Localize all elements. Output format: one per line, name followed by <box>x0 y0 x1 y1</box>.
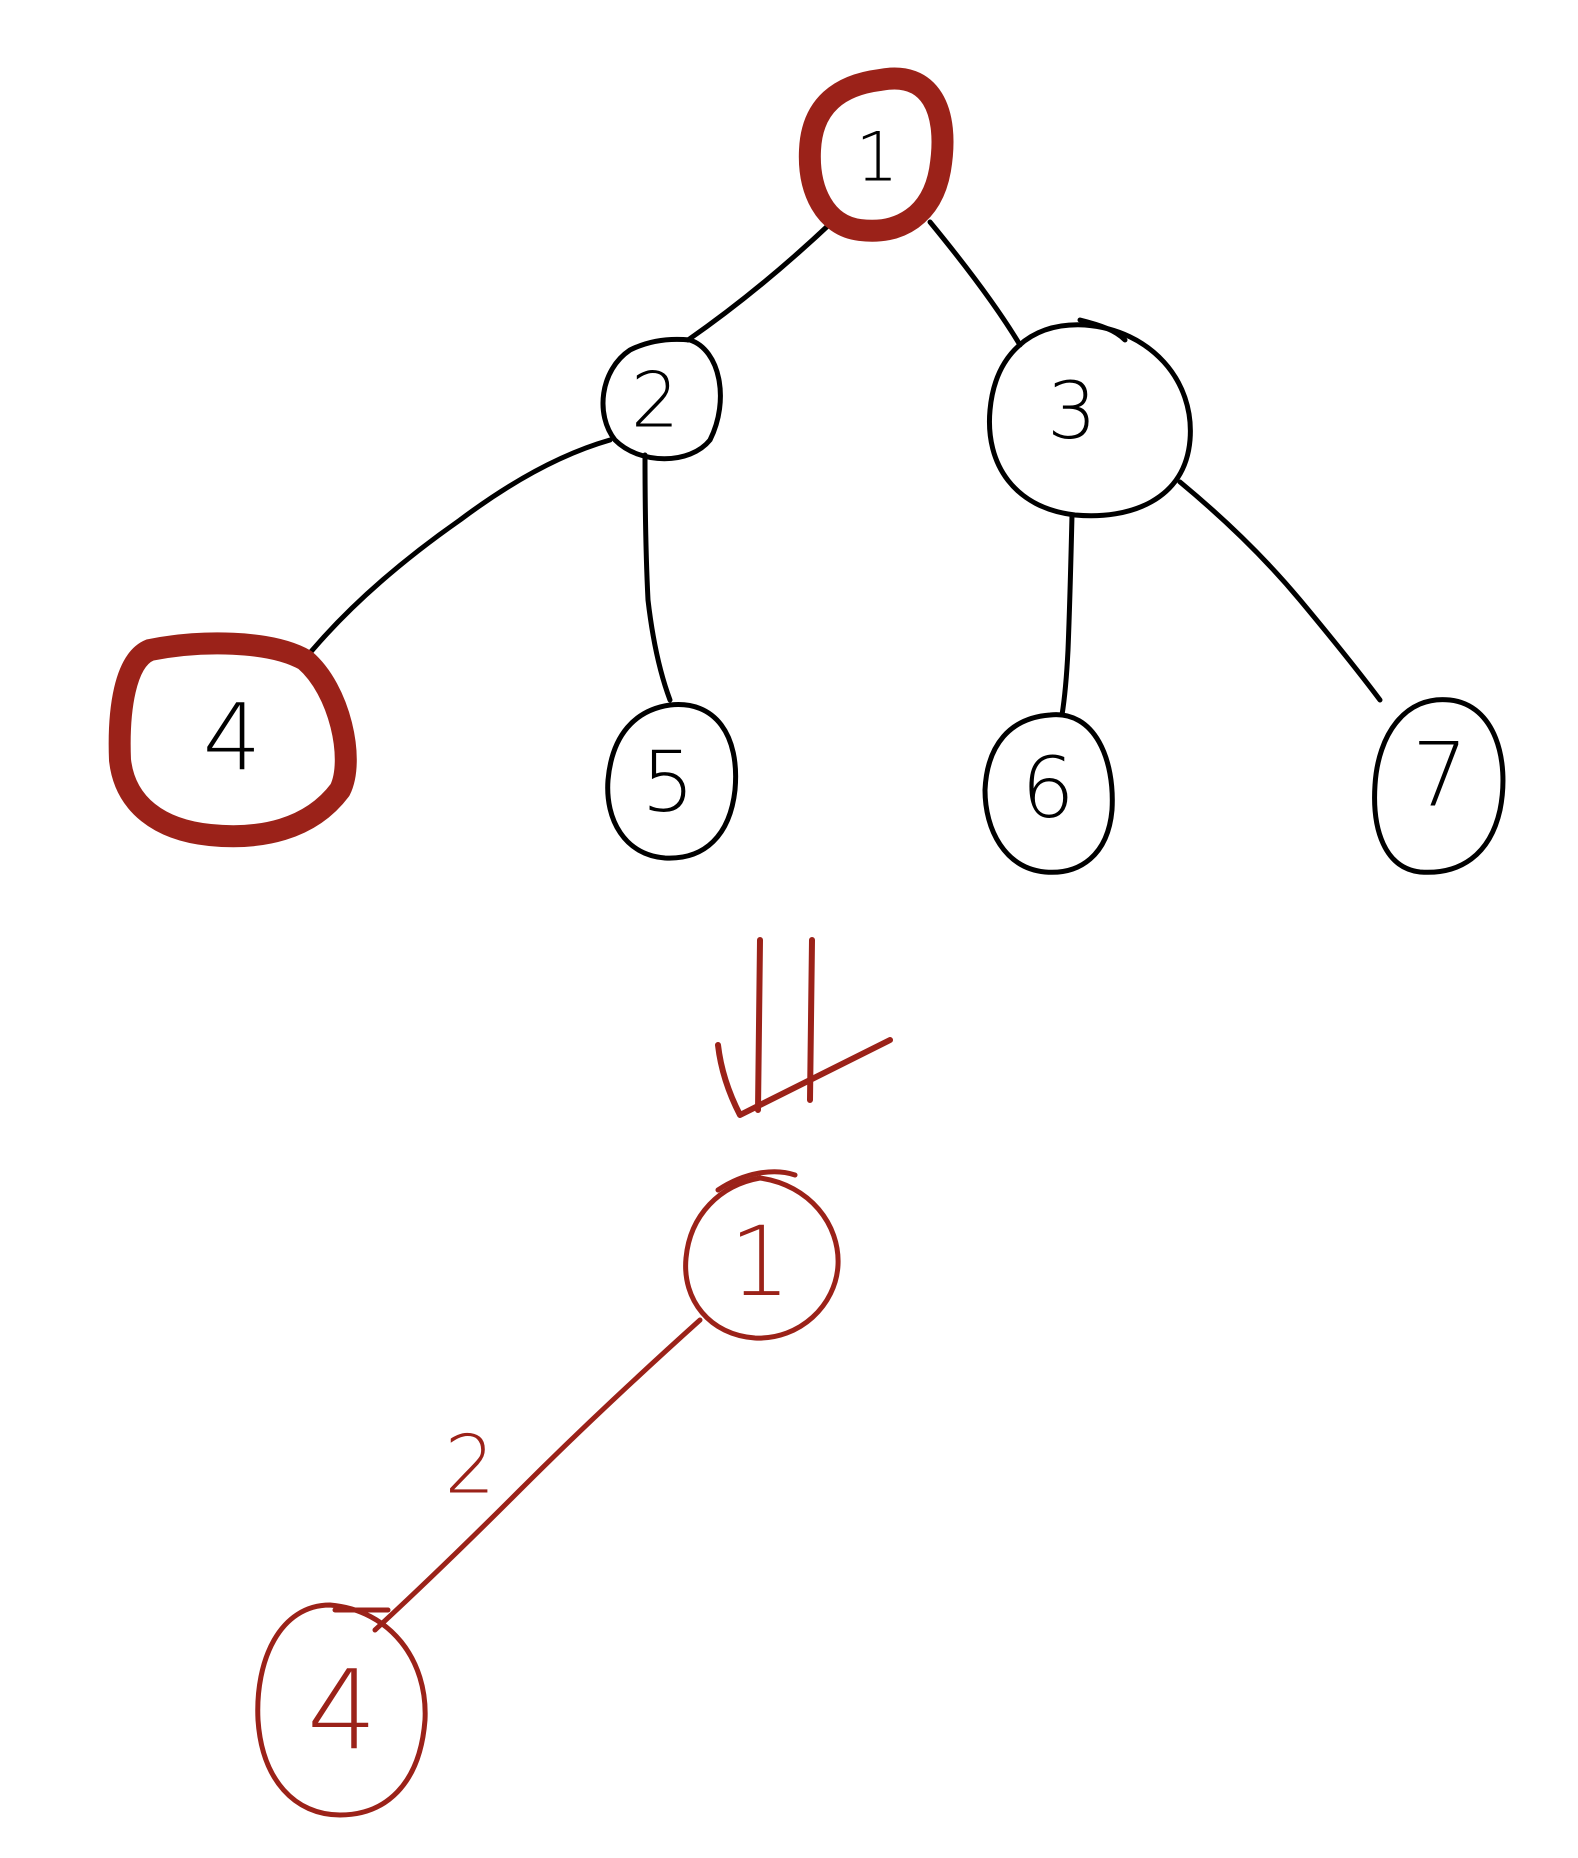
result-node-1-overstroke <box>715 1169 798 1193</box>
edge-2-4 <box>297 437 613 668</box>
edge-3-6 <box>1059 512 1075 718</box>
node-3-overstroke <box>1077 317 1128 343</box>
result-node-1: 1 <box>683 1169 841 1341</box>
tree-node-7: 7 <box>1372 697 1506 875</box>
node-2-label: 2 <box>631 356 679 445</box>
node-3-outline <box>986 322 1193 519</box>
node-7-outline <box>1372 697 1506 875</box>
edge-1-3 <box>927 219 1023 348</box>
result-edge-1-4: 2 <box>372 1317 703 1633</box>
result-node-1-outline <box>683 1175 841 1341</box>
tree-node-1: 1 <box>798 67 954 242</box>
tree-node-6: 6 <box>982 712 1115 875</box>
edge-2-5 <box>642 452 673 703</box>
tree-node-3: 3 <box>986 317 1193 519</box>
node-5-label: 5 <box>641 733 694 831</box>
node-2-outline <box>600 336 723 462</box>
result-node-4-label: 4 <box>307 1646 377 1774</box>
tree-node-2: 2 <box>600 336 723 462</box>
double-down-arrow-icon <box>715 937 893 1118</box>
result-node-1-label: 1 <box>729 1206 790 1318</box>
edge-1-2 <box>685 219 835 343</box>
node-1-highlight-ring <box>798 67 954 242</box>
result-edge-1-4-line <box>372 1317 703 1633</box>
tree-node-5: 5 <box>605 702 739 861</box>
node-4-highlight-ring <box>108 632 357 848</box>
node-4-label: 4 <box>203 685 262 792</box>
result-edge-weight: 2 <box>445 1419 496 1512</box>
node-5-outline <box>605 702 739 861</box>
node-3-label: 3 <box>1047 367 1097 457</box>
node-1-label: 1 <box>855 119 898 198</box>
result-node-4: 4 <box>255 1602 428 1818</box>
node-6-label: 6 <box>1021 739 1074 837</box>
tree-node-4: 4 <box>108 632 357 848</box>
edge-3-7 <box>1177 479 1383 703</box>
result-node-4-outline <box>255 1602 428 1818</box>
node-6-outline <box>982 712 1115 875</box>
node-7-label: 7 <box>1412 724 1468 827</box>
